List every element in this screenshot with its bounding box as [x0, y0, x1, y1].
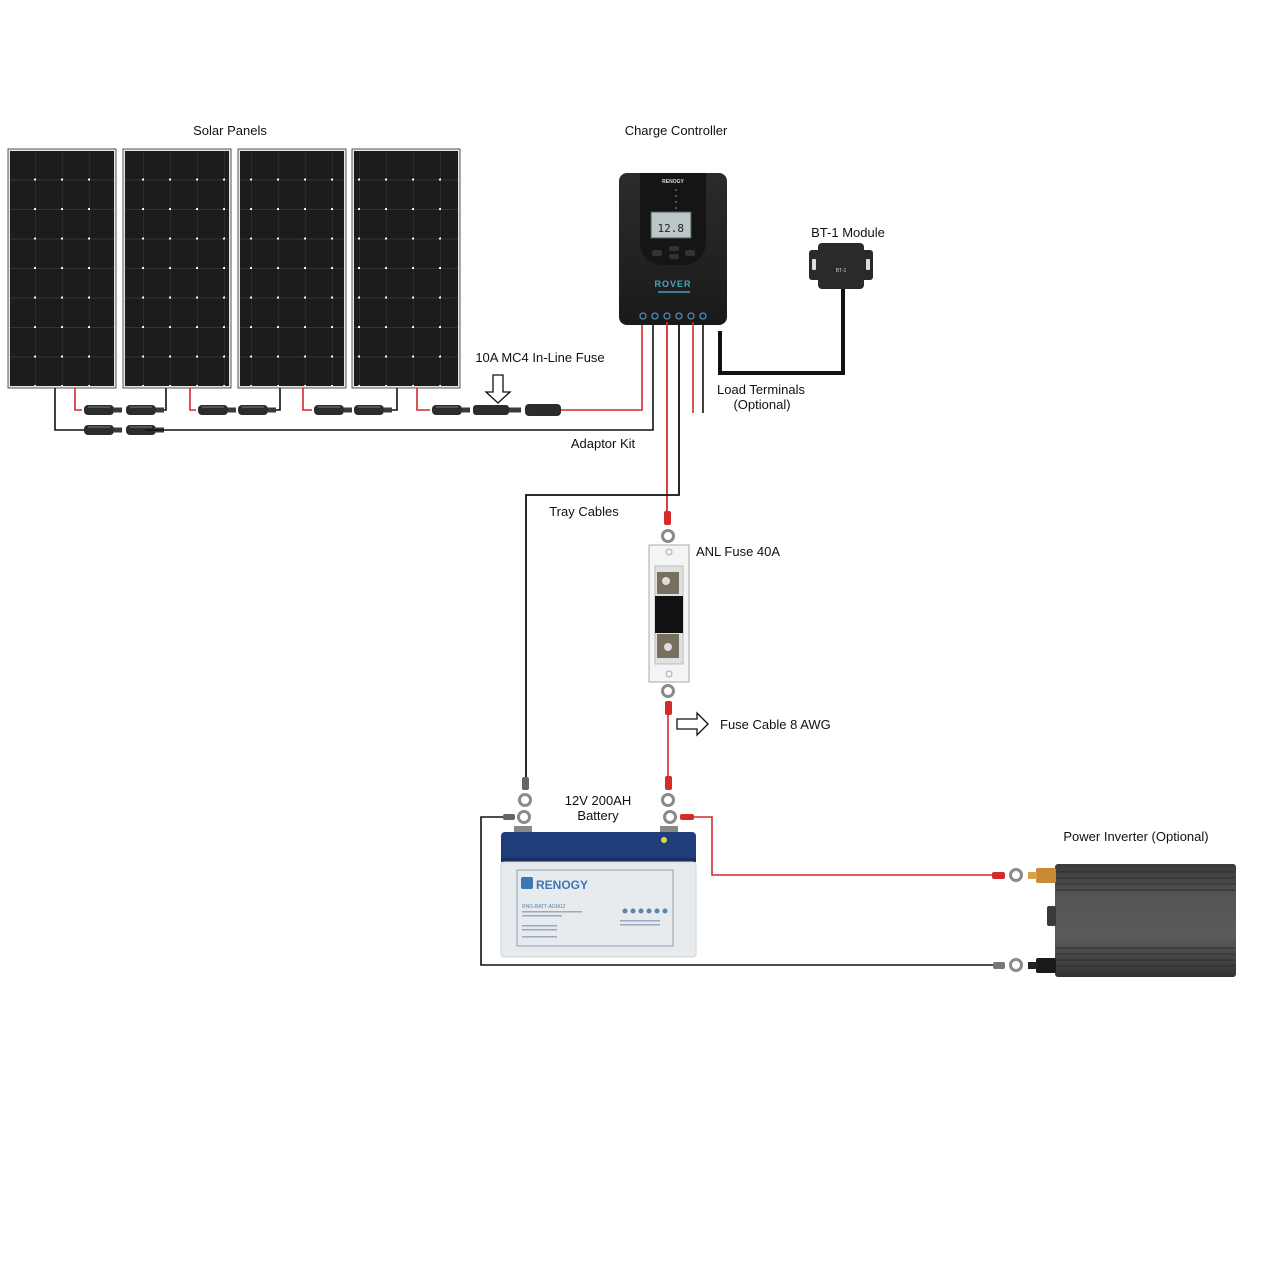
charge-controller-label: Charge Controller — [625, 123, 728, 138]
ring-terminal — [518, 777, 532, 807]
inverter-negative-wire — [480, 816, 993, 966]
controller-button-down[interactable] — [669, 254, 679, 259]
inverter-positive-wire — [694, 816, 992, 876]
anl-fuse — [648, 544, 690, 683]
charge-controller: RENOGY 12.8 ROVER — [619, 173, 727, 325]
battery: RENOGY RNG-BATT-AGM12 — [500, 826, 697, 958]
battery-negative-tray-cable — [525, 322, 680, 778]
controller-terminals — [639, 312, 707, 320]
controller-button-right[interactable] — [685, 250, 695, 256]
inline-fuse — [473, 404, 561, 416]
battery-negative-terminal-ring — [503, 810, 531, 824]
controller-model: ROVER — [654, 279, 691, 289]
ring-terminal — [992, 868, 1023, 882]
ring-terminal — [661, 776, 675, 807]
inverter-positive-terminal — [1036, 868, 1056, 883]
power-inverter-label: Power Inverter (Optional) — [1063, 829, 1208, 844]
solar-panels-label: Solar Panels — [193, 123, 267, 138]
bt1-module-label: BT-1 Module — [811, 225, 885, 240]
controller-display-value: 12.8 — [658, 222, 685, 235]
adaptor-kit-label: Adaptor Kit — [571, 436, 636, 451]
load-terminals-label: Load Terminals — [717, 382, 805, 397]
ring-terminal — [993, 958, 1023, 972]
inline-fuse-label: 10A MC4 In-Line Fuse — [475, 350, 604, 365]
battery-brand: RENOGY — [536, 878, 588, 892]
right-arrow-icon — [676, 711, 709, 737]
controller-button-left[interactable] — [652, 250, 662, 256]
fuse-cable-label: Fuse Cable 8 AWG — [720, 717, 831, 732]
bt1-module: BT-1 — [809, 243, 873, 289]
power-inverter — [1028, 864, 1236, 977]
solar-panel-2 — [122, 148, 232, 389]
battery-sublabel: Battery — [577, 808, 619, 823]
battery-positive-terminal-ring — [663, 810, 694, 824]
solar-panel-4 — [351, 148, 461, 389]
controller-button-up[interactable] — [669, 246, 679, 251]
inverter-negative-terminal — [1036, 958, 1056, 973]
solar-panel-3 — [237, 148, 347, 389]
ring-terminal — [661, 684, 675, 715]
load-terminals-optional-label: (Optional) — [733, 397, 790, 412]
down-arrow-icon — [484, 374, 512, 404]
ring-terminal — [661, 511, 675, 543]
anl-fuse-label: ANL Fuse 40A — [696, 544, 780, 559]
bt1-cable — [718, 288, 845, 375]
tray-cables-label: Tray Cables — [549, 504, 619, 519]
solar-panel-1 — [7, 148, 117, 389]
pv-negative-wire — [145, 322, 654, 431]
battery-label: 12V 200AH — [565, 793, 632, 808]
pv-positive-wire — [561, 322, 643, 411]
battery-model: RNG-BATT-AGM12 — [522, 904, 566, 910]
controller-brand: RENOGY — [662, 179, 684, 185]
bt1-device-label: BT-1 — [836, 268, 847, 274]
